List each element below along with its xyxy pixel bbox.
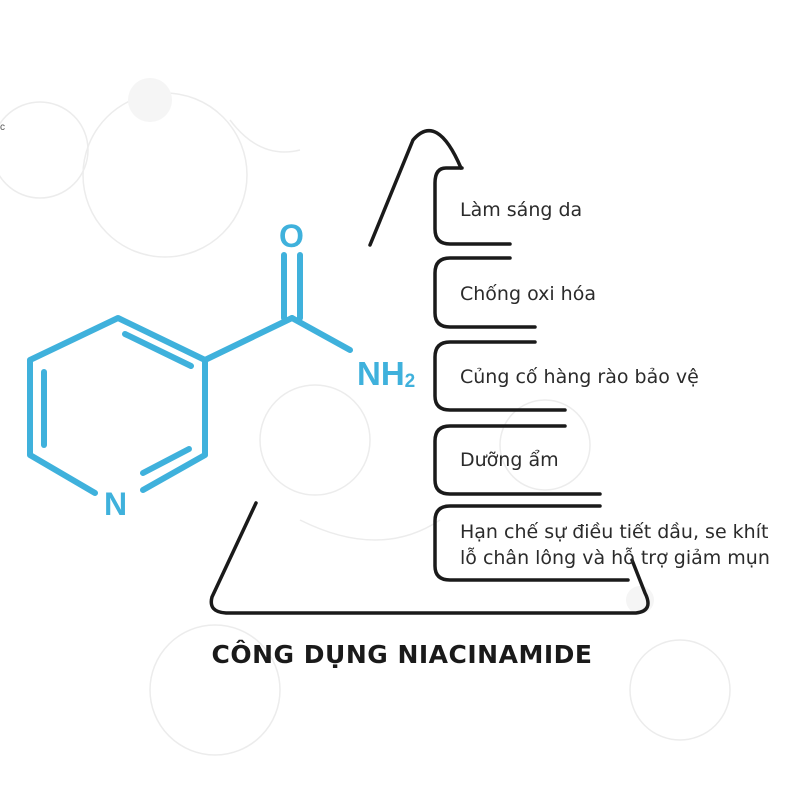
nitrogen-label: N — [104, 486, 127, 522]
benefit-label-5: Hạn chế sự điều tiết dầu, se khít lỗ châ… — [460, 519, 770, 571]
bond-carbonyl-amide — [289, 315, 353, 353]
benefit-steps — [433, 166, 630, 582]
benefit-2-line-1: Chống oxi hóa — [460, 283, 596, 305]
step-bracket-1 — [433, 166, 512, 246]
nh2-label: NH2 — [357, 355, 415, 392]
niacinamide-structure — [27, 252, 353, 496]
benefit-5-line-1: Hạn chế sự điều tiết dầu, se khít — [460, 521, 769, 543]
triangle-outline — [209, 129, 650, 615]
corner-mark: c — [0, 122, 5, 133]
ring-double-bond-2 — [122, 331, 194, 369]
benefit-5-line-2: lỗ chân lông và hỗ trợ giảm mụn — [460, 547, 770, 569]
diagram-title: CÔNG DỤNG NIACINAMIDE — [211, 640, 593, 669]
step-bracket-4 — [433, 424, 602, 496]
step-bracket-3 — [433, 340, 567, 412]
oxygen-label: O — [279, 218, 304, 254]
benefit-1-line-1: Làm sáng da — [460, 199, 583, 221]
ring-double-bond-3 — [140, 446, 192, 476]
triangle-left-upper — [368, 129, 463, 247]
benefit-label-2: Chống oxi hóa — [460, 281, 596, 307]
triangle-left-lower — [209, 501, 650, 615]
benefit-label-1: Làm sáng da — [460, 197, 582, 223]
benefit-3-line-1: Củng cố hàng rào bảo vệ — [460, 366, 699, 388]
bond-ring-carbonyl — [202, 315, 295, 363]
atom-labels: O NH2 N — [104, 218, 415, 522]
step-bracket-2 — [433, 256, 537, 329]
benefit-label-4: Dưỡng ẩm — [460, 447, 559, 473]
benefit-4-line-1: Dưỡng ẩm — [460, 449, 559, 471]
ring-bond-outer — [27, 315, 208, 496]
step-bracket-5 — [433, 504, 630, 582]
benefit-label-3: Củng cố hàng rào bảo vệ — [460, 364, 699, 390]
